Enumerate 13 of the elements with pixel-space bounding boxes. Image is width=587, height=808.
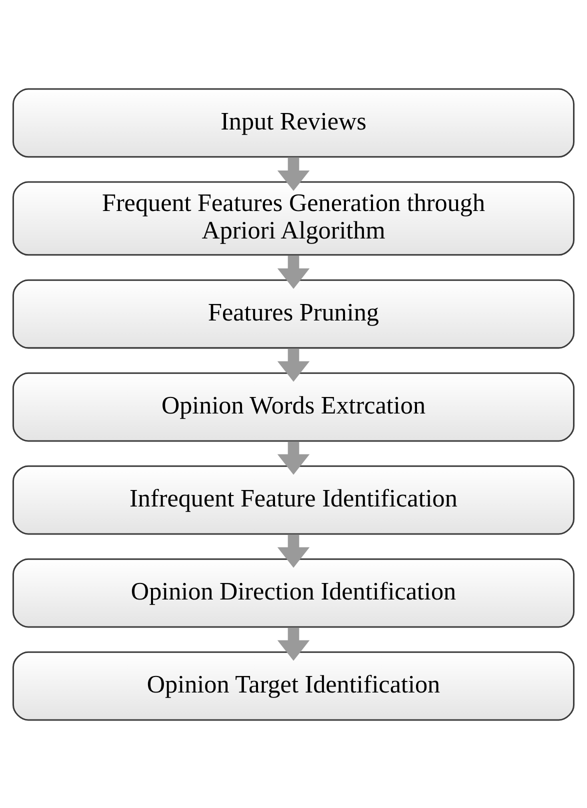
arrow	[277, 348, 310, 382]
node-box: Features Pruning	[12, 278, 575, 348]
node-box: Opinion Direction Identification	[12, 558, 575, 628]
arrow	[277, 254, 310, 288]
arrow	[277, 626, 310, 660]
arrow	[277, 156, 310, 190]
node-box: Opinion Target Identification	[12, 650, 575, 720]
arrow	[277, 440, 310, 474]
node-box: Input Reviews	[12, 88, 575, 158]
node-box: Infrequent Feature Identification	[12, 464, 575, 534]
arrow	[277, 534, 310, 568]
node-box: Frequent Features Generation through Apriori Algorithm	[12, 180, 575, 256]
node-box: Opinion Words Extrcation	[12, 372, 575, 442]
